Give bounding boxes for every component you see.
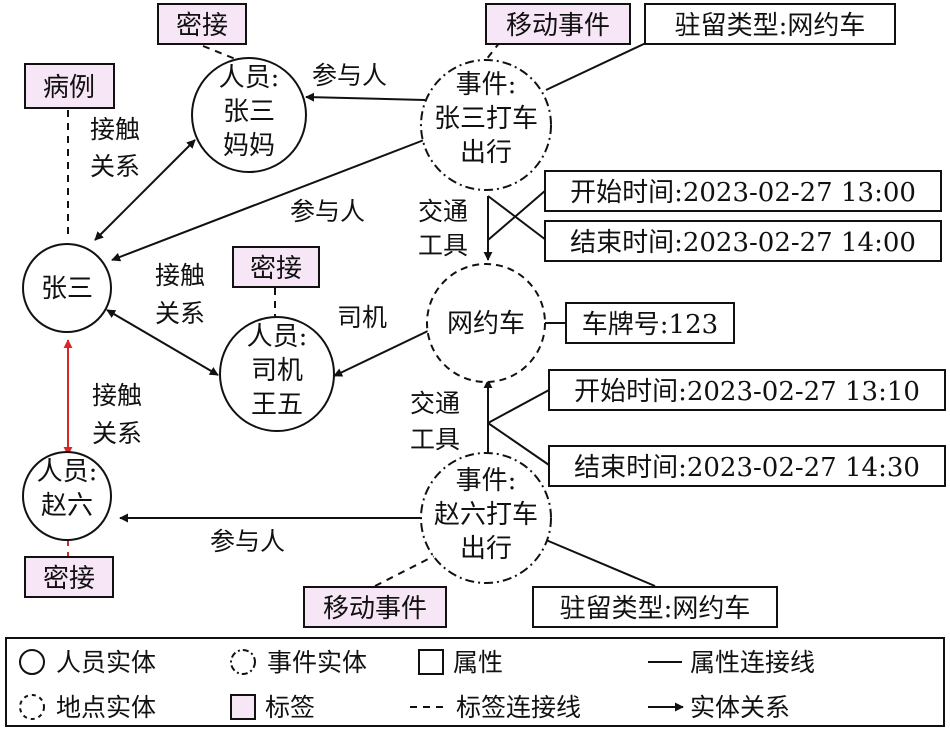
legend-tag-label: 标签 bbox=[265, 693, 315, 722]
edge-label-participant-zhaoliu: 参与人 bbox=[210, 527, 285, 556]
tag-label: 密接 bbox=[176, 11, 228, 41]
legend-person-label: 人员实体 bbox=[56, 648, 156, 677]
edge-label-contact-mom: 关系 bbox=[90, 152, 140, 181]
edge-label-participant-mom: 参与人 bbox=[312, 61, 387, 90]
attr-line-end-top bbox=[487, 195, 547, 241]
node-label-line: 人员: bbox=[247, 322, 308, 352]
attr-end-bottom[interactable]: 结束时间:2023-02-27 14:30 bbox=[548, 445, 946, 487]
legend-frame bbox=[5, 637, 945, 727]
node-label-line: 网约车 bbox=[447, 309, 525, 339]
tag-label: 密接 bbox=[43, 564, 95, 594]
edge-label-participant-zhangsan: 参与人 bbox=[290, 197, 365, 226]
node-label-line: 张三打车 bbox=[434, 104, 538, 134]
tag-yidong-top[interactable]: 移动事件 bbox=[485, 3, 631, 45]
tag-line-yidong-bottom bbox=[374, 552, 441, 587]
attr-line-start-top bbox=[487, 189, 547, 241]
legend-attribute-label: 属性 bbox=[453, 648, 503, 677]
attribute-label: 结束时间:2023-02-27 14:30 bbox=[574, 453, 920, 483]
legend: 人员实体 事件实体 属性 属性连接线 地点实体 标签 标签连接线 实体关系 bbox=[5, 637, 945, 727]
tag-mijie-bottom[interactable]: 密接 bbox=[24, 556, 114, 598]
node-event-zhaoliu[interactable]: 事件: 赵六打车 出行 bbox=[420, 452, 552, 584]
node-zhaoliu[interactable]: 人员: 赵六 bbox=[22, 451, 112, 541]
tag-yidong-bottom[interactable]: 移动事件 bbox=[303, 586, 447, 628]
tag-label: 病例 bbox=[43, 73, 95, 103]
attribute-label: 车牌号:123 bbox=[582, 310, 718, 340]
edge-label-transport-bottom: 工具 bbox=[410, 425, 460, 454]
tag-mijie-mid[interactable]: 密接 bbox=[232, 246, 320, 288]
attr-line-start-bottom bbox=[487, 389, 550, 424]
tag-label: 密接 bbox=[250, 254, 302, 284]
attr-plate[interactable]: 车牌号:123 bbox=[565, 302, 735, 344]
node-label-line: 赵六 bbox=[41, 491, 93, 521]
legend-attribute-line-label: 属性连接线 bbox=[690, 648, 815, 677]
node-label-line: 王五 bbox=[251, 390, 303, 420]
tag-label: 移动事件 bbox=[506, 11, 610, 41]
node-label-line: 张三 bbox=[223, 97, 275, 127]
node-label-line: 妈妈 bbox=[223, 131, 275, 161]
edge-label-transport-bottom: 交通 bbox=[410, 389, 460, 418]
legend-event-symbol bbox=[230, 649, 256, 675]
attribute-lines bbox=[487, 41, 656, 587]
attribute-label: 驻留类型:网约车 bbox=[560, 594, 751, 624]
node-label-line: 事件: bbox=[456, 70, 517, 100]
edge-label-transport-top: 工具 bbox=[418, 231, 468, 260]
node-zhangsan-mom[interactable]: 人员: 张三 妈妈 bbox=[191, 57, 307, 173]
edge-label-contact-zhaoliu: 接触 bbox=[92, 381, 142, 410]
edge-labels: 参与人 参与人 参与人 接触 关系 接触 关系 接触 关系 司机 交通 工具 交… bbox=[90, 61, 468, 556]
node-driver[interactable]: 人员: 司机 王五 bbox=[219, 316, 335, 432]
arrow-driver bbox=[333, 329, 431, 377]
attribute-label: 开始时间:2023-02-27 13:10 bbox=[574, 377, 920, 407]
node-label-line: 出行 bbox=[460, 138, 512, 168]
relation-arrows bbox=[63, 92, 493, 523]
node-label-line: 赵六打车 bbox=[434, 500, 538, 530]
edge-label-contact-mom: 接触 bbox=[90, 115, 140, 144]
attribute-label: 驻留类型:网约车 bbox=[675, 11, 866, 41]
edge-label-contact-zhaoliu: 关系 bbox=[92, 419, 142, 448]
attr-end-top[interactable]: 结束时间:2023-02-27 14:00 bbox=[544, 220, 942, 262]
attr-line-zhuliu-bottom bbox=[545, 539, 656, 587]
node-label-line: 张三 bbox=[41, 274, 93, 304]
arrow-participant-mom bbox=[305, 92, 426, 102]
attr-line-end-bottom bbox=[487, 422, 550, 466]
attr-start-top[interactable]: 开始时间:2023-02-27 13:00 bbox=[544, 170, 942, 212]
node-label-line: 人员: bbox=[219, 63, 280, 93]
edge-label-contact-driver: 关系 bbox=[155, 299, 205, 328]
legend-event-label: 事件实体 bbox=[267, 648, 367, 677]
legend-tag-symbol bbox=[230, 694, 256, 720]
legend-tag-line-label: 标签连接线 bbox=[456, 693, 581, 722]
attribute-label: 开始时间:2023-02-27 13:00 bbox=[570, 178, 916, 208]
node-label-line: 事件: bbox=[456, 466, 517, 496]
legend-place-label: 地点实体 bbox=[56, 693, 156, 722]
edge-label-contact-driver: 接触 bbox=[155, 261, 205, 290]
node-label-line: 司机 bbox=[251, 356, 303, 386]
legend-place-symbol bbox=[19, 694, 45, 720]
node-zhangsan[interactable]: 张三 bbox=[22, 243, 112, 333]
legend-attribute-symbol bbox=[418, 649, 444, 675]
attr-start-bottom[interactable]: 开始时间:2023-02-27 13:10 bbox=[548, 369, 946, 411]
node-label-line: 人员: bbox=[37, 457, 98, 487]
edge-label-transport-top: 交通 bbox=[418, 197, 468, 226]
attribute-label: 结束时间:2023-02-27 14:00 bbox=[570, 228, 916, 258]
node-event-zhangsan[interactable]: 事件: 张三打车 出行 bbox=[420, 59, 552, 191]
attr-zhuliu-bottom[interactable]: 驻留类型:网约车 bbox=[532, 586, 778, 628]
tag-bingli[interactable]: 病例 bbox=[24, 63, 115, 109]
legend-relation-label: 实体关系 bbox=[690, 693, 790, 722]
tag-mijie-top[interactable]: 密接 bbox=[157, 3, 247, 45]
legend-person-symbol bbox=[19, 649, 45, 675]
arrow-contact-driver bbox=[106, 309, 219, 376]
attr-zhuliu-top[interactable]: 驻留类型:网约车 bbox=[644, 3, 896, 45]
node-car[interactable]: 网约车 bbox=[426, 263, 546, 383]
tag-line-mijie-top bbox=[202, 45, 239, 61]
tag-label: 移动事件 bbox=[323, 594, 427, 624]
attr-line-zhuliu-top bbox=[545, 41, 649, 91]
edge-label-driver: 司机 bbox=[337, 303, 387, 332]
arrow-contact-mom bbox=[94, 139, 196, 241]
node-label-line: 出行 bbox=[460, 534, 512, 564]
